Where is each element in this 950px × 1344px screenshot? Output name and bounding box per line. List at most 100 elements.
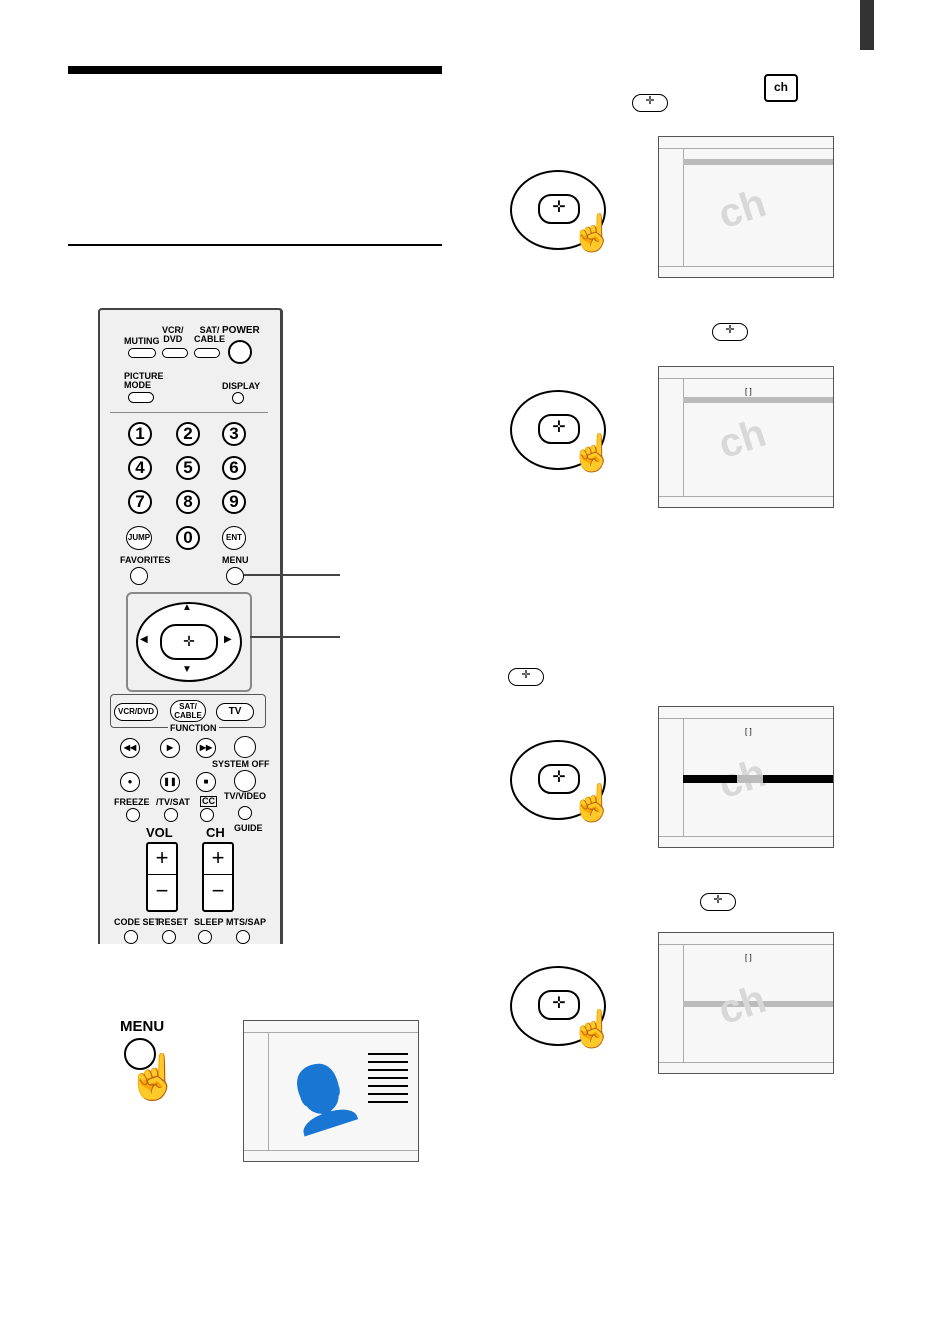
func-vcr-dvd-button[interactable]: VCR/DVD	[114, 703, 158, 721]
favorites-label: FAVORITES	[120, 555, 171, 565]
sleep-label: SLEEP	[194, 917, 224, 927]
code-set-button[interactable]	[124, 930, 138, 944]
record-button[interactable]: ●	[120, 772, 140, 792]
enter-icon-1: ✛	[632, 94, 668, 112]
enter-icon-3: ✛	[508, 668, 544, 686]
reset-button[interactable]	[162, 930, 176, 944]
bracket-4: [ ]	[745, 953, 752, 962]
page-tab-marker	[860, 0, 874, 50]
freeze-button[interactable]	[126, 808, 140, 822]
display-label: DISPLAY	[222, 381, 261, 391]
channel-icon: ch	[764, 74, 798, 102]
stop-button[interactable]: ■	[196, 772, 216, 792]
system-off-label: SYSTEM OFF	[212, 759, 270, 769]
hand-press-icon: ☝	[126, 1053, 181, 1102]
picture-mode-button[interactable]	[128, 392, 154, 403]
tv-video-label: TV/VIDEO	[224, 791, 267, 801]
number-button-6[interactable]: 6	[222, 456, 246, 480]
dpad-center-button[interactable]: ✛	[160, 624, 218, 660]
sat-cable-button[interactable]	[194, 348, 220, 358]
dpad-up-icon[interactable]: ▲	[182, 602, 192, 613]
muting-button[interactable]	[128, 348, 156, 358]
ch-label: CH	[206, 825, 225, 840]
tv-sat-label: /TV/SAT	[156, 797, 190, 807]
pause-button[interactable]: ❚❚	[160, 772, 180, 792]
code-set-label: CODE SET	[114, 917, 161, 927]
favorites-button[interactable]	[130, 567, 148, 585]
number-button-1[interactable]: 1	[128, 422, 152, 446]
dpad-callout-line	[250, 636, 340, 638]
number-button-9[interactable]: 9	[222, 490, 246, 514]
vcr-dvd-label: VCR/ DVD	[162, 325, 184, 344]
vol-label: VOL	[146, 825, 173, 840]
tv-screen-channel-1: ch	[658, 136, 834, 278]
jump-button[interactable]: JUMP	[126, 526, 152, 550]
dpad-down-icon[interactable]: ▼	[182, 664, 192, 675]
menu-button[interactable]	[226, 567, 244, 585]
tv-screen-picture-menu: 👤	[243, 1020, 419, 1162]
number-button-7[interactable]: 7	[128, 490, 152, 514]
bracket-3: [ ]	[745, 727, 752, 736]
number-button-0[interactable]: 0	[176, 526, 200, 550]
tv-screen-channel-3: [ ] ch	[658, 706, 834, 848]
number-button-2[interactable]: 2	[176, 422, 200, 446]
menu-press-button[interactable]	[124, 1038, 156, 1070]
ch-watermark-1: ch	[713, 180, 772, 238]
cc-label: CC	[200, 796, 217, 807]
dpad-illustration-4: ✛ ☝	[510, 966, 615, 1049]
tv-screen-channel-4: [ ] ch	[658, 932, 834, 1074]
tv-sat-button[interactable]	[164, 808, 178, 822]
fast-forward-button[interactable]: ▶▶	[196, 738, 216, 758]
play-button[interactable]: ▶	[160, 738, 180, 758]
ch-watermark-2: ch	[713, 410, 772, 468]
remote-control-illustration: MUTING VCR/ DVD SAT/ CABLE POWER PICTURE…	[98, 308, 283, 944]
power-button[interactable]	[228, 340, 252, 364]
reset-label: RESET	[158, 917, 189, 927]
picture-icon-watermark: 👤	[275, 1053, 368, 1140]
menu-callout-line	[244, 574, 340, 576]
picture-mode-label: PICTURE MODE	[124, 371, 164, 390]
mts-sap-button[interactable]	[236, 930, 250, 944]
bracket-2: [ ]	[745, 387, 752, 396]
number-button-3[interactable]: 3	[222, 422, 246, 446]
enter-icon-2: ✛	[712, 323, 748, 341]
number-button-5[interactable]: 5	[176, 456, 200, 480]
menu-label: MENU	[222, 555, 249, 565]
vol-rocker[interactable]: +−	[146, 842, 178, 912]
number-button-4[interactable]: 4	[128, 456, 152, 480]
muting-label: MUTING	[124, 336, 160, 346]
number-button-8[interactable]: 8	[176, 490, 200, 514]
dpad-right-icon[interactable]: ▶	[224, 634, 232, 645]
function-label: FUNCTION	[168, 723, 219, 733]
freeze-label: FREEZE	[114, 797, 150, 807]
display-button[interactable]	[232, 392, 244, 404]
dpad-illustration-2: ✛ ☝	[510, 390, 615, 473]
dpad-illustration-1: ✛ ☝	[510, 170, 615, 253]
system-off-extra-button[interactable]	[234, 736, 256, 758]
dpad-left-icon[interactable]: ◀	[140, 634, 148, 645]
dpad-illustration-3: ✛ ☝	[510, 740, 615, 823]
vcr-dvd-button[interactable]	[162, 348, 188, 358]
func-tv-button[interactable]: TV	[216, 703, 254, 721]
system-off-button[interactable]	[234, 770, 256, 792]
dpad-ring[interactable]	[136, 602, 242, 682]
func-sat-cable-button[interactable]: SAT/ CABLE	[170, 700, 206, 722]
menu-press-label: MENU	[120, 1018, 165, 1035]
rewind-button[interactable]: ◀◀	[120, 738, 140, 758]
power-label: POWER	[222, 325, 260, 336]
dpad-frame	[126, 592, 252, 692]
level-bars	[368, 1053, 408, 1103]
mts-sap-label: MTS/SAP	[226, 917, 267, 927]
cc-button[interactable]	[200, 808, 214, 822]
sleep-button[interactable]	[198, 930, 212, 944]
remote-divider	[110, 412, 268, 413]
ent-button[interactable]: ENT	[222, 526, 246, 550]
subsection-rule	[68, 244, 442, 246]
ch-rocker[interactable]: +−	[202, 842, 234, 912]
guide-label: GUIDE	[234, 823, 263, 833]
tv-video-button[interactable]	[238, 806, 252, 820]
sat-cable-label: SAT/ CABLE	[194, 325, 225, 344]
enter-icon-4: ✛	[700, 893, 736, 911]
tv-screen-channel-2: [ ] ch	[658, 366, 834, 508]
ch-watermark-4: ch	[713, 976, 772, 1034]
